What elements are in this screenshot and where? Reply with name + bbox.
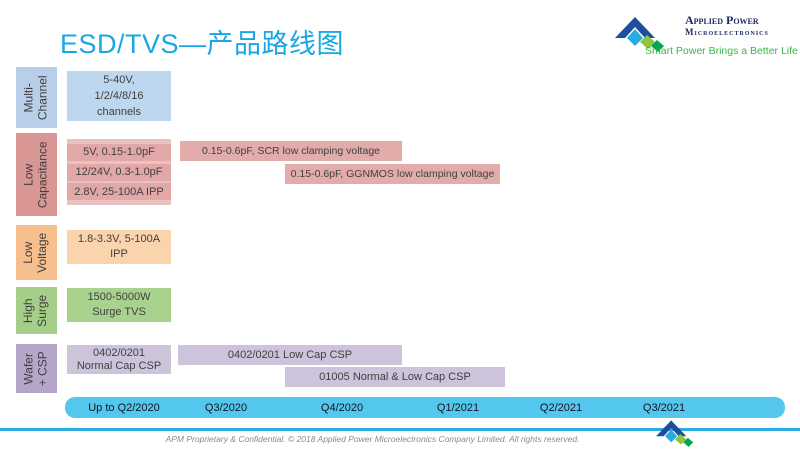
timeline-bar: Up to Q2/2020 Q3/2020 Q4/2020 Q1/2021 Q2… bbox=[65, 397, 785, 418]
box-low-capacitance-line3: 2.8V, 25-100A IPP bbox=[67, 183, 171, 201]
timeline-label-up-to-q2-2020: Up to Q2/2020 bbox=[88, 401, 160, 414]
timeline-label-q3-2020: Q3/2020 bbox=[204, 401, 248, 414]
box-high-surge: 1500-5000W Surge TVS bbox=[67, 288, 171, 322]
bar-ggnmos-low-clamping: 0.15-0.6pF, GGNMOS low clamping voltage bbox=[285, 164, 500, 184]
bar-0402-low-cap-csp: 0402/0201 Low Cap CSP bbox=[178, 345, 402, 365]
company-name: Applied Power Microelectronics bbox=[685, 14, 790, 38]
row-label-wafer-csp: Wafer + CSP bbox=[16, 344, 57, 393]
row-label-low-capacitance: Low Capacitance bbox=[16, 133, 57, 216]
row-label-wafer-csp-text: Wafer + CSP bbox=[21, 350, 50, 387]
timeline-label-q1-2021: Q1/2021 bbox=[436, 401, 480, 414]
row-label-low-capacitance-text: Low Capacitance bbox=[21, 141, 50, 208]
box-low-capacitance-line2: 12/24V, 0.3-1.0pF bbox=[67, 163, 171, 181]
timeline-label-q3-2021: Q3/2021 bbox=[642, 401, 686, 414]
timeline-label-q2-2021: Q2/2021 bbox=[539, 401, 583, 414]
footer-divider-line bbox=[0, 428, 800, 431]
company-name-line1: Applied Power bbox=[685, 13, 759, 27]
box-multi-channel: 5-40V, 1/2/4/8/16 channels bbox=[67, 71, 171, 121]
box-wafer-csp: 0402/0201 Normal Cap CSP bbox=[67, 345, 171, 374]
row-label-multi-channel-text: Multi- Channel bbox=[21, 75, 50, 120]
row-label-low-voltage: Low Voltage bbox=[16, 225, 57, 280]
page-title: ESD/TVS—产品路线图 bbox=[60, 29, 345, 59]
company-logo-icon bbox=[615, 17, 664, 52]
footer-logo-icon bbox=[656, 420, 694, 447]
timeline-label-q4-2020: Q4/2020 bbox=[320, 401, 364, 414]
row-label-multi-channel: Multi- Channel bbox=[16, 67, 57, 128]
company-tagline: Smart Power Brings a Better Life bbox=[645, 45, 798, 57]
row-label-high-surge: High Surge bbox=[16, 287, 57, 334]
box-low-capacitance: 5V, 0.15-1.0pF 12/24V, 0.3-1.0pF 2.8V, 2… bbox=[67, 139, 171, 205]
company-name-line2: Microelectronics bbox=[685, 27, 769, 37]
bar-scr-low-clamping: 0.15-0.6pF, SCR low clamping voltage bbox=[180, 141, 402, 161]
footer-copyright: APM Proprietary & Confidential. © 2018 A… bbox=[165, 434, 580, 444]
row-label-low-voltage-text: Low Voltage bbox=[21, 232, 50, 273]
row-label-high-surge-text: High Surge bbox=[21, 294, 50, 327]
company-logo: Applied Power Microelectronics Smart Pow… bbox=[607, 8, 798, 60]
box-low-capacitance-line1: 5V, 0.15-1.0pF bbox=[67, 143, 171, 161]
bar-01005-csp: 01005 Normal & Low Cap CSP bbox=[285, 367, 505, 387]
box-low-voltage: 1.8-3.3V, 5-100A IPP bbox=[67, 230, 171, 264]
